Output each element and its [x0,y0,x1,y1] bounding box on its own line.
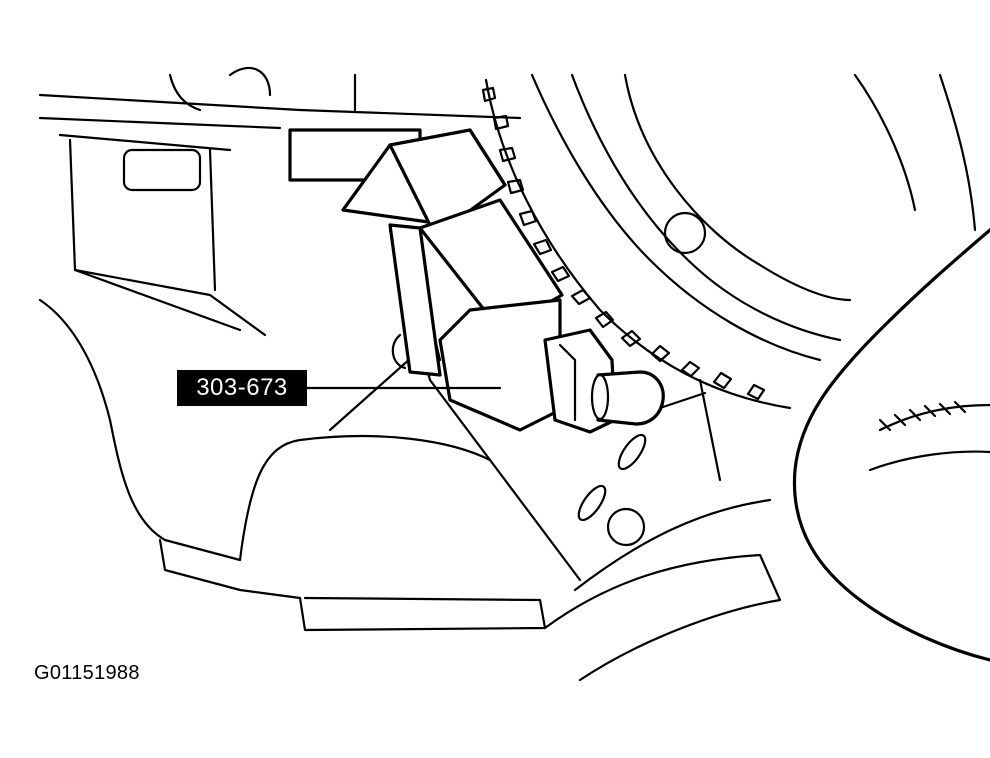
tool-side-plate [388,223,442,377]
flywheel-rim [570,73,842,342]
block-lower-curve [38,298,242,562]
block-top-edge [38,93,522,120]
tool-plunger [596,370,665,426]
tool-block [438,298,562,432]
block-boss-2 [168,73,202,112]
block-rail [38,116,282,130]
starter-ring-edge [878,403,990,432]
reluctor-ring [481,78,792,410]
block-pad [122,148,202,192]
block-ledge [58,133,232,152]
flywheel-bolt-hole [663,211,707,255]
bracket-slot-2 [577,484,607,522]
tool-callout-label: 303-673 [177,370,307,406]
block-panel [68,138,267,337]
tool-plunger-collar [590,373,610,421]
block-skirt [158,538,302,600]
tool-hex-facet [558,343,577,422]
bracket-hole [606,507,646,547]
cover-curve [573,498,772,592]
block-panel-mid [208,148,217,292]
tool-knob [391,333,407,370]
block-rib [328,348,422,432]
reluctor-ring-edge [484,78,792,410]
oil-pan-rail [238,434,492,562]
flywheel-inner-rim [530,73,822,362]
oil-pan-lip [298,596,547,632]
reluctor-teeth [481,86,766,401]
block-panel-lower [73,268,242,332]
tool-tip-line [661,391,707,409]
figure-id-label: G01151988 [34,662,140,684]
block-boss [228,66,272,97]
bellhousing-edge [792,228,990,662]
bracket-flange [698,378,722,482]
flywheel [530,73,977,362]
flywheel-face [623,73,852,302]
flywheel-outer-arc [853,73,917,212]
bracket-slot-1 [617,433,647,471]
cover-lower [543,553,782,682]
special-tool [288,128,707,434]
engine-block [38,66,782,682]
starter-ring-inner [868,450,990,472]
tool-body [418,198,564,332]
bellhousing [792,228,990,662]
flywheel-outer-arc-2 [938,73,977,232]
